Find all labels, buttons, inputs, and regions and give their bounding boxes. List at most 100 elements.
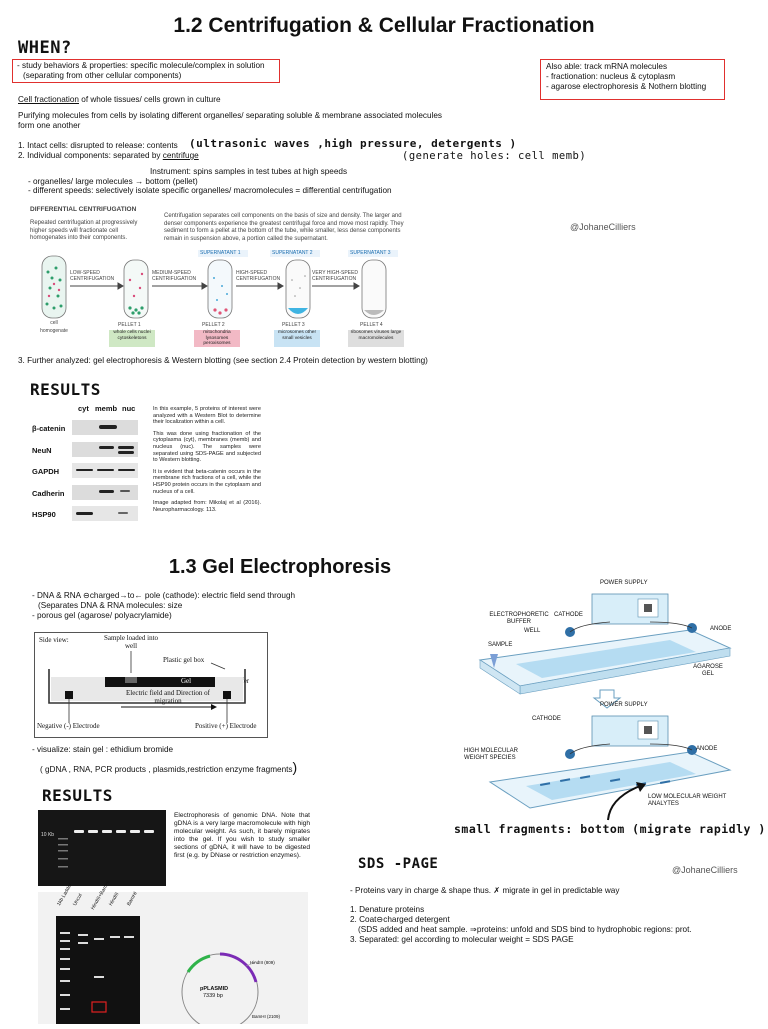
- purify-line-2: form one another: [18, 121, 81, 130]
- blot-note-1: In this example, 5 proteins of interest …: [153, 406, 261, 426]
- organelles-line: - organelles/ large molecules → bottom (…: [28, 177, 198, 186]
- step-2: 2. Individual components: separated by c…: [18, 151, 199, 161]
- blot-col-cyt: cyt: [78, 404, 89, 413]
- centrifugation-tubes-diagram: [41, 250, 404, 347]
- sds-line-5: 3. Separated: gel according to molecular…: [350, 935, 574, 944]
- well-label: WELL: [524, 628, 541, 634]
- gel-intro: - DNA & RNA ⊖charged→to← pole (cathode):…: [32, 591, 362, 621]
- gel-label: Gel: [181, 677, 192, 685]
- pellet-4-label: PELLET 4: [360, 322, 383, 328]
- gel-intro-line-1: - DNA & RNA ⊖charged→to← pole (cathode):…: [32, 591, 296, 600]
- electrophoretic-buffer: ELECTROPHORETIC BUFFER: [489, 612, 549, 625]
- plasmid-site-1: HindIII (809): [250, 960, 275, 965]
- cell-fractionation-line: Cell fractionation of whole tissues/ cel…: [18, 95, 221, 105]
- cell-fractionation-rest: of whole tissues/ cells grown in culture: [78, 95, 221, 104]
- anode-1: ANODE: [710, 626, 732, 632]
- blot-note-3: It is evident that beta-catenin occurs i…: [153, 468, 261, 495]
- blot-row-neun: NeuN: [32, 446, 52, 455]
- when-line-2: (separating from other cellular componen…: [23, 71, 182, 80]
- gel-intro-line-3: - porous gel (agarose/ polyacrylamide): [32, 611, 172, 620]
- step-2-text: 2. Individual components: separated by: [18, 151, 163, 160]
- cell-fractionation-term: Cell fractionation: [18, 95, 79, 104]
- pellet-2-contents: mitochondria lysosomes peroxisomes: [203, 330, 231, 346]
- visualize-line: - visualize: stain gel : ethidium bromid…: [32, 745, 174, 754]
- gel-photo-caption: Electrophoresis of genomic DNA. Note tha…: [174, 812, 310, 859]
- also-line-2: - fractionation: nucleus & cytoplasm: [546, 72, 676, 81]
- plasmid-map: [181, 952, 259, 1024]
- when-heading: WHEN?: [18, 38, 72, 58]
- results-heading-1: RESULTS: [30, 380, 101, 399]
- plasmid-site-2: BamHI (2109): [252, 1014, 281, 1019]
- step-1-handnote: (ultrasonic waves ,high pressure, deterg…: [189, 137, 517, 150]
- gel-box-side-view: Side view: Sample loaded into well Plast…: [34, 632, 268, 738]
- examples-line: ( gDNA , RNA, PCR products , plasmids,re…: [40, 760, 297, 775]
- blot-panel-neun: [72, 442, 138, 457]
- speeds-line: - different speeds: selectively isolate …: [28, 186, 392, 195]
- watermark-top: @JohaneCilliers: [570, 222, 636, 232]
- positive-electrode-label: Positive (+) Electrode: [195, 722, 257, 730]
- pellet-4-contents: ribosomes viruses large macromolecules: [350, 330, 402, 341]
- anode-2: ANODE: [696, 746, 718, 752]
- step-3: 3. Further analyzed: gel electrophoresis…: [18, 356, 428, 365]
- electrophoresis-apparatus-figure: POWER SUPPLY CATHODE ELECTROPHORETIC BUF…: [460, 576, 760, 812]
- step-2-handnote: (generate holes: cell memb): [402, 150, 587, 162]
- blot-panel-hsp90: [72, 506, 138, 521]
- differential-centrifugation-figure: DIFFERENTIAL CENTRIFUGATION Repeated cen…: [30, 206, 412, 348]
- watermark-bottom: @JohaneCilliers: [672, 865, 738, 875]
- section-title-gel-electrophoresis: 1.3 Gel Electrophoresis: [168, 556, 392, 578]
- supernatant-3: SUPERNATANT 3: [350, 250, 391, 256]
- gel-box-drawing: [48, 651, 246, 723]
- apparatus-drawing: [478, 593, 732, 809]
- handwritten-arrow: [607, 782, 646, 821]
- step-label-veryhigh: VERY HIGH-SPEED CENTRIFUGATION: [312, 270, 358, 282]
- agarose-gel-label: AGAROSE GEL: [693, 664, 723, 677]
- western-blot-figure: cyt memb nuc β-catenin NeuN GAPDH Cadher…: [32, 404, 150, 524]
- sds-line-1: - Proteins vary in charge & shape thus. …: [350, 886, 620, 895]
- plasmid-size: 7339 bp: [203, 993, 223, 999]
- section-title-centrifugation: 1.2 Centrifugation & Cellular Fractionat…: [173, 14, 595, 37]
- when-line-1: - study behaviors & properties: specific…: [17, 61, 265, 70]
- diffcent-left-text: Repeated centrifugation at progressively…: [30, 220, 138, 241]
- electric-field-label: Electric field and Direction of migratio…: [126, 689, 210, 705]
- gel-intro-line-2: (Separates DNA & RNA molecules: size: [38, 601, 183, 610]
- sds-line-3: 2. Coat⊖charged detergent: [350, 915, 450, 924]
- examples-text: ( gDNA , RNA, PCR products , plasmids,re…: [40, 765, 293, 774]
- high-mw-label: HIGH MOLECULAR WEIGHT SPECIES: [464, 748, 519, 761]
- power-supply-2: POWER SUPPLY: [600, 702, 648, 708]
- plasmid-name: pPLASMID: [200, 986, 229, 992]
- blot-panel-beta-catenin: [72, 420, 138, 435]
- when-box: - study behaviors & properties: specific…: [12, 59, 280, 83]
- purify-text: Purifying molecules from cells by isolat…: [18, 111, 488, 131]
- also-able-box: Also able: track mRNA molecules - fracti…: [540, 59, 725, 100]
- step-label-medium: MEDIUM-SPEED CENTRIFUGATION: [152, 270, 197, 282]
- sds-line-4: (SDS added and heat sample. ⇒proteins: u…: [358, 925, 692, 934]
- plastic-box-label: Plastic gel box: [163, 656, 205, 664]
- blot-note-2: This was done using fractionation of the…: [153, 430, 261, 464]
- sds-page-text: - Proteins vary in charge & shape thus. …: [350, 886, 750, 945]
- results-heading-2: RESULTS: [42, 786, 113, 805]
- pellet-2-label: PELLET 2: [202, 322, 225, 328]
- restriction-digest-figure: 1kb Ladder Uncut HindIII+BamHI HindIII B…: [38, 880, 308, 1024]
- gel-bands: [58, 830, 154, 868]
- side-view-label: Side view:: [39, 636, 69, 644]
- negative-electrode-label: Negative (-) Electrode: [37, 722, 100, 730]
- step-label-high: HIGH-SPEED CENTRIFUGATION: [236, 270, 281, 282]
- cathode-1: CATHODE: [554, 612, 583, 618]
- sds-page-heading: SDS -PAGE: [358, 856, 439, 872]
- digest-gel-bands: [60, 932, 134, 1013]
- blot-row-hsp90: HSP90: [32, 510, 56, 519]
- also-line-3: - agarose electrophoresis & Nothern blot…: [546, 82, 707, 91]
- instrument-line: Instrument: spins samples in test tubes …: [150, 167, 348, 176]
- blot-col-nuc: nuc: [122, 404, 136, 413]
- pellet-1-label: PELLET 1: [118, 322, 141, 328]
- power-supply-1: POWER SUPPLY: [600, 580, 648, 586]
- small-fragments-handnote: small fragments: bottom (migrate rapidly…: [454, 822, 766, 836]
- digest-gel: [56, 916, 140, 1024]
- pellet-1-contents: whole cells nuclei cytoskeletons: [113, 330, 151, 341]
- purify-line-1: Purifying molecules from cells by isolat…: [18, 111, 442, 120]
- step-label-low: LOW-SPEED CENTRIFUGATION: [70, 270, 115, 282]
- blot-panel-cadherin: [72, 485, 138, 500]
- step-1: 1. Intact cells: disrupted to release: c…: [18, 141, 178, 150]
- blot-col-memb: memb: [95, 404, 118, 413]
- blot-row-gapdh: GAPDH: [32, 467, 60, 476]
